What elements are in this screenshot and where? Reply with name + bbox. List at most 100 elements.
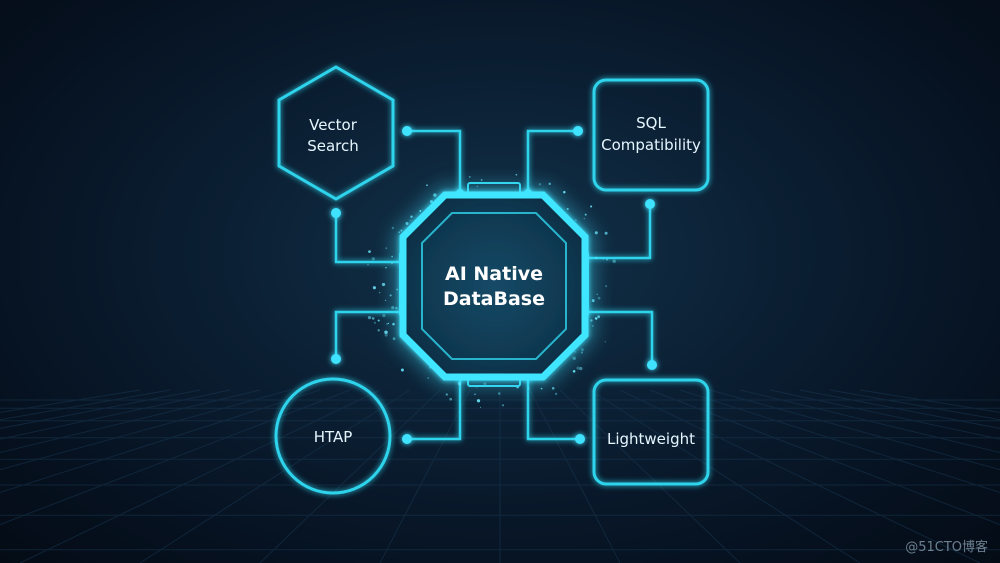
particle [572, 356, 576, 361]
particle [602, 258, 605, 260]
core-label-line-1: AI Native [445, 263, 543, 285]
hexagon-node [277, 65, 395, 201]
sql-label-line-2: Compatibility [601, 136, 701, 154]
grid-line [649, 389, 1000, 526]
grid-line [0, 389, 291, 471]
particle [515, 173, 518, 176]
particle [606, 258, 608, 261]
particle [604, 284, 608, 288]
particle [591, 299, 595, 303]
particle [391, 306, 395, 310]
feature-sql-compatibility: SQL Compatibility [592, 78, 710, 192]
particle [367, 263, 369, 266]
sql-label-line-1: SQL [636, 114, 666, 132]
particle [592, 325, 594, 327]
particle [385, 266, 387, 269]
particle [604, 341, 606, 343]
particle [410, 215, 413, 218]
circle-node [274, 377, 392, 495]
particle [378, 291, 381, 294]
particle [386, 323, 388, 325]
connector-vector-search-top [407, 129, 462, 193]
particle [476, 399, 481, 403]
vector-search-label-line-1: Vector [309, 116, 358, 134]
particle [548, 182, 551, 186]
grid-line [0, 389, 261, 453]
feature-htap: HTAP [274, 377, 392, 495]
particle [392, 322, 395, 326]
particle [579, 366, 583, 371]
connector-dot [573, 126, 583, 136]
particle [474, 393, 476, 395]
particle [390, 262, 394, 265]
grid-line [139, 389, 411, 563]
grid-line [529, 389, 621, 563]
particle [392, 337, 396, 341]
particle [382, 313, 386, 318]
connector-sql-top [526, 129, 578, 193]
particle [371, 317, 375, 320]
rounded-square-node [592, 378, 710, 486]
particle [594, 317, 597, 320]
grid-line [739, 389, 1000, 453]
particle [381, 282, 386, 287]
grid-line [0, 389, 321, 494]
particle [449, 397, 453, 401]
particle [387, 322, 390, 325]
particle [595, 256, 598, 260]
particle [480, 179, 483, 181]
grid-line [0, 389, 351, 526]
particle [576, 366, 580, 370]
connector-htap-bottom [407, 376, 462, 441]
particle [377, 319, 380, 322]
core-label-line-2: DataBase [443, 288, 545, 310]
particle [373, 321, 377, 324]
particle [384, 330, 388, 335]
particle [580, 351, 584, 354]
core-outer [399, 191, 589, 381]
rounded-square-node [592, 78, 710, 192]
particle [426, 184, 428, 187]
feature-lightweight: Lightweight [592, 378, 710, 486]
grid-line [559, 389, 741, 563]
particle [596, 293, 598, 296]
particle [597, 315, 601, 319]
connector-sql-side [583, 204, 652, 260]
particle [476, 185, 478, 188]
grid-line [0, 389, 231, 440]
particle [584, 213, 587, 216]
connector-dot [575, 434, 585, 444]
particle [479, 406, 482, 409]
connector-dot [402, 126, 412, 136]
particle [580, 348, 584, 352]
particle [497, 392, 501, 395]
particle [385, 247, 388, 249]
particle [612, 259, 616, 263]
particle [427, 377, 429, 379]
connectors [334, 129, 654, 441]
particle [604, 231, 608, 235]
particle [572, 369, 576, 373]
connector-dot [647, 360, 657, 370]
particle [445, 393, 448, 396]
vector-search-label-line-2: Search [307, 137, 359, 155]
particle [528, 387, 530, 390]
core-chip: AI Native DataBase [396, 182, 592, 387]
grid-line [709, 389, 1000, 471]
particle [468, 175, 471, 178]
particle [371, 257, 375, 261]
connector-dot [331, 208, 341, 218]
core-inner [421, 212, 567, 360]
connector-htap-side [334, 310, 407, 359]
particle [372, 286, 376, 290]
particle [538, 183, 542, 186]
connector-dot [402, 434, 412, 444]
particle [540, 387, 543, 390]
grid-line [619, 389, 981, 563]
particle [391, 255, 393, 258]
grid-line [589, 389, 861, 563]
particle [583, 217, 586, 220]
particle [597, 296, 601, 300]
htap-label: HTAP [314, 428, 353, 446]
